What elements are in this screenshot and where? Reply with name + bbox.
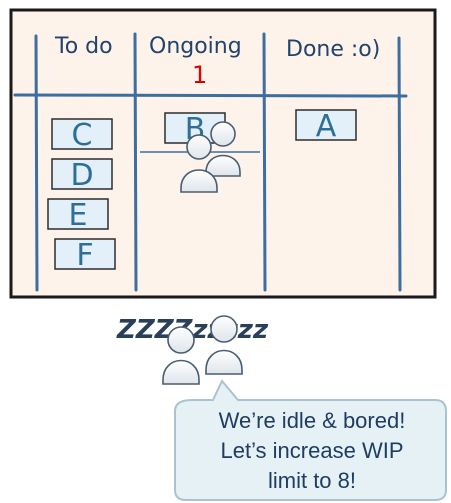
speech-bubble	[174, 379, 447, 501]
worker-person-icon	[205, 121, 241, 177]
column-line-right	[397, 36, 402, 292]
column-title-done: Done :o)	[286, 37, 380, 62]
board-grid-lines	[13, 32, 408, 292]
card-label: D	[70, 158, 93, 193]
speech-line-2: Let’s increase WIP	[220, 438, 403, 463]
card-label: E	[69, 198, 88, 233]
idle-person-icon	[162, 326, 200, 385]
todo-card-c: C	[51, 118, 113, 153]
todo-card-e: E	[47, 198, 109, 233]
column-title-todo: To do	[54, 34, 113, 59]
column-line-ongoing-done	[262, 32, 267, 292]
column-line-left	[34, 34, 39, 292]
idle-person-icon	[205, 315, 243, 375]
header-divider	[13, 93, 408, 98]
todo-card-f: F	[54, 238, 116, 273]
column-title-ongoing: Ongoing	[149, 34, 242, 59]
worker-person-icon	[180, 134, 218, 193]
card-label: A	[316, 109, 337, 144]
todo-card-d: D	[51, 158, 113, 193]
column-line-todo-ongoing	[133, 32, 138, 292]
card-label: F	[76, 238, 93, 273]
card-label: C	[72, 118, 93, 153]
speech-line-3: limit to 8!	[268, 468, 356, 493]
speech-line-1: We’re idle & bored!	[219, 408, 406, 433]
wip-limit-label: 1	[192, 61, 207, 89]
done-card-a: A	[295, 109, 357, 144]
